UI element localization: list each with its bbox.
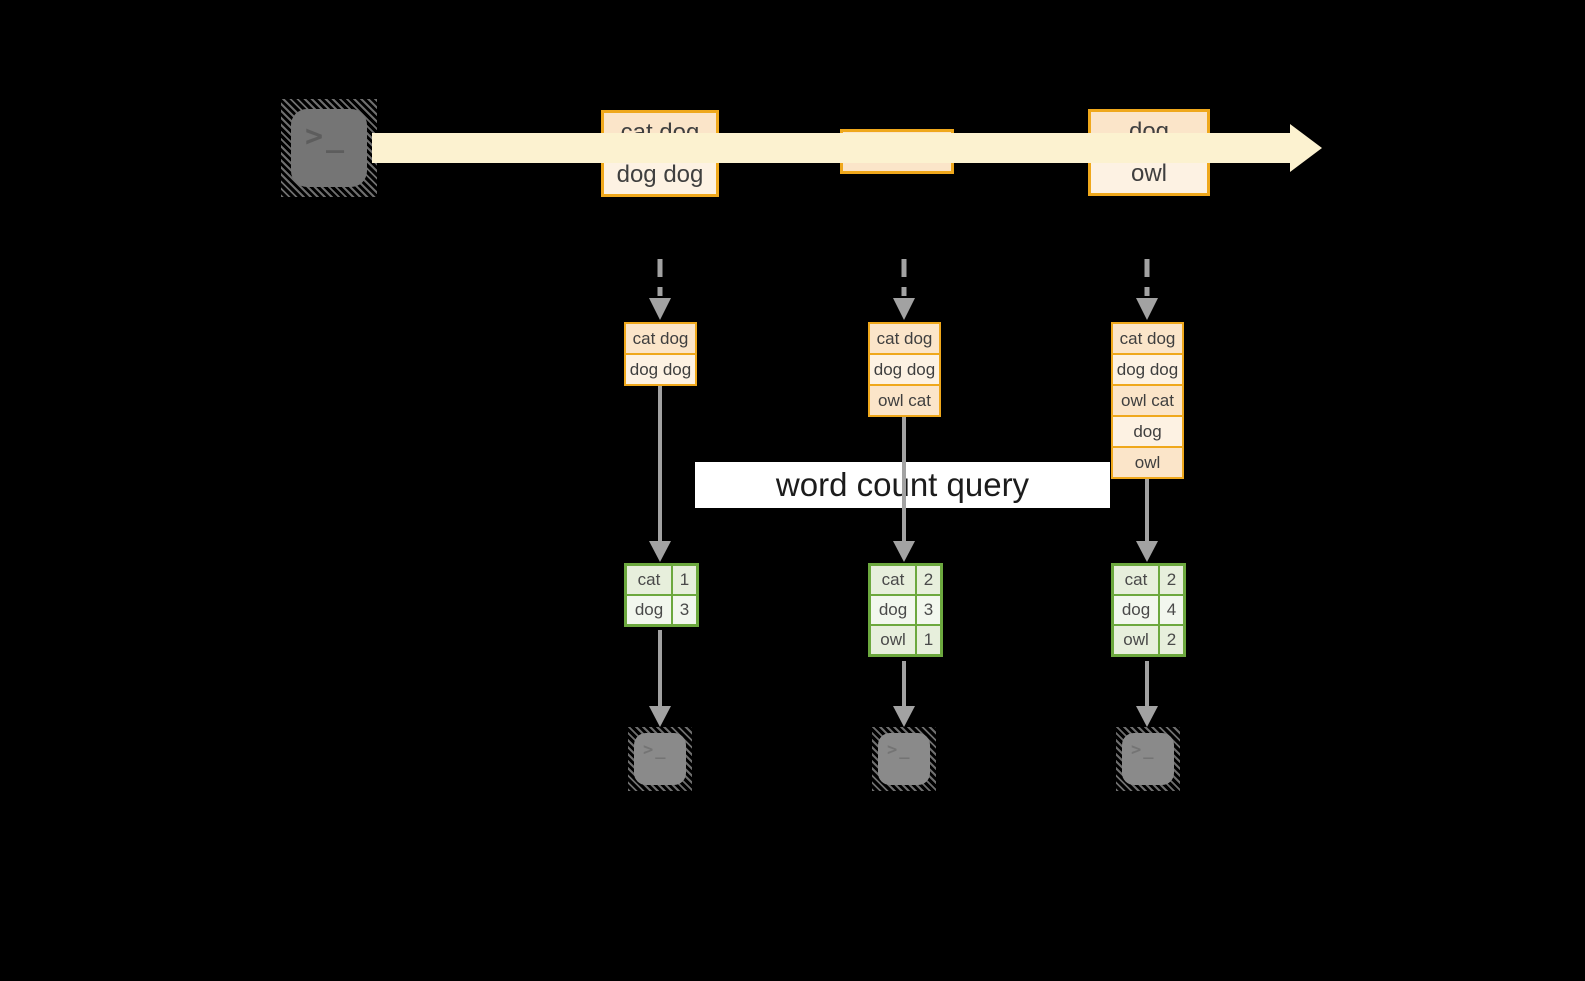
batch-cell: dog dog — [1113, 355, 1182, 384]
down-arrow — [1136, 479, 1158, 562]
word-cell: cat — [1114, 566, 1158, 594]
count-cell: 4 — [1160, 596, 1183, 624]
batch-cell: cat dog — [626, 324, 695, 353]
down-arrow — [893, 661, 915, 727]
word-cell: dog — [871, 596, 915, 624]
word-cell: dog — [1114, 596, 1158, 624]
down-arrow — [649, 385, 671, 562]
dashed-down-arrow — [1136, 259, 1158, 320]
batch-cell: dog dog — [870, 355, 939, 384]
word-cell: owl — [1114, 626, 1158, 654]
down-arrow — [893, 414, 915, 562]
count-cell: 2 — [917, 566, 940, 594]
count-cell: 2 — [1160, 566, 1183, 594]
word-cell: cat — [627, 566, 671, 594]
terminal-icon-body: >_ — [634, 733, 686, 785]
terminal-prompt-glyph: >_ — [887, 740, 912, 760]
batch-cell: cat dog — [1113, 324, 1182, 353]
dashed-down-arrow — [649, 259, 671, 320]
micro-batch-stack-2: cat dog dog dog owl cat — [868, 322, 941, 417]
batch-cell: dog dog — [626, 355, 695, 384]
terminal-icon-sink-3: >_ — [1116, 727, 1180, 791]
word-count-table-2: cat 2 dog 3 owl 1 — [868, 563, 943, 657]
count-cell: 1 — [673, 566, 696, 594]
batch-cell: dog — [1113, 417, 1182, 446]
terminal-prompt-glyph: >_ — [305, 119, 348, 154]
word-cell: cat — [871, 566, 915, 594]
word-cell: owl — [871, 626, 915, 654]
count-cell: 3 — [673, 596, 696, 624]
batch-cell: owl cat — [870, 386, 939, 415]
down-arrow — [649, 630, 671, 727]
word-count-table-1: cat 1 dog 3 — [624, 563, 699, 627]
terminal-icon-body: >_ — [291, 109, 367, 187]
terminal-icon-sink-2: >_ — [872, 727, 936, 791]
batch-cell: owl cat — [1113, 386, 1182, 415]
count-cell: 3 — [917, 596, 940, 624]
terminal-icon-body: >_ — [878, 733, 930, 785]
micro-batch-stack-1: cat dog dog dog — [624, 322, 697, 386]
batch-cell: cat dog — [870, 324, 939, 353]
stream-arrow — [372, 124, 1322, 172]
dashed-down-arrow — [893, 259, 915, 320]
count-cell: 1 — [917, 626, 940, 654]
down-arrow — [1136, 661, 1158, 727]
terminal-prompt-glyph: >_ — [643, 740, 668, 760]
batch-cell: owl — [1113, 448, 1182, 477]
terminal-icon-source: >_ — [281, 99, 377, 197]
count-cell: 2 — [1160, 626, 1183, 654]
terminal-icon-sink-1: >_ — [628, 727, 692, 791]
word-count-table-3: cat 2 dog 4 owl 2 — [1111, 563, 1186, 657]
word-cell: dog — [627, 596, 671, 624]
micro-batch-stack-3: cat dog dog dog owl cat dog owl — [1111, 322, 1184, 479]
terminal-prompt-glyph: >_ — [1131, 740, 1156, 760]
terminal-icon-body: >_ — [1122, 733, 1174, 785]
